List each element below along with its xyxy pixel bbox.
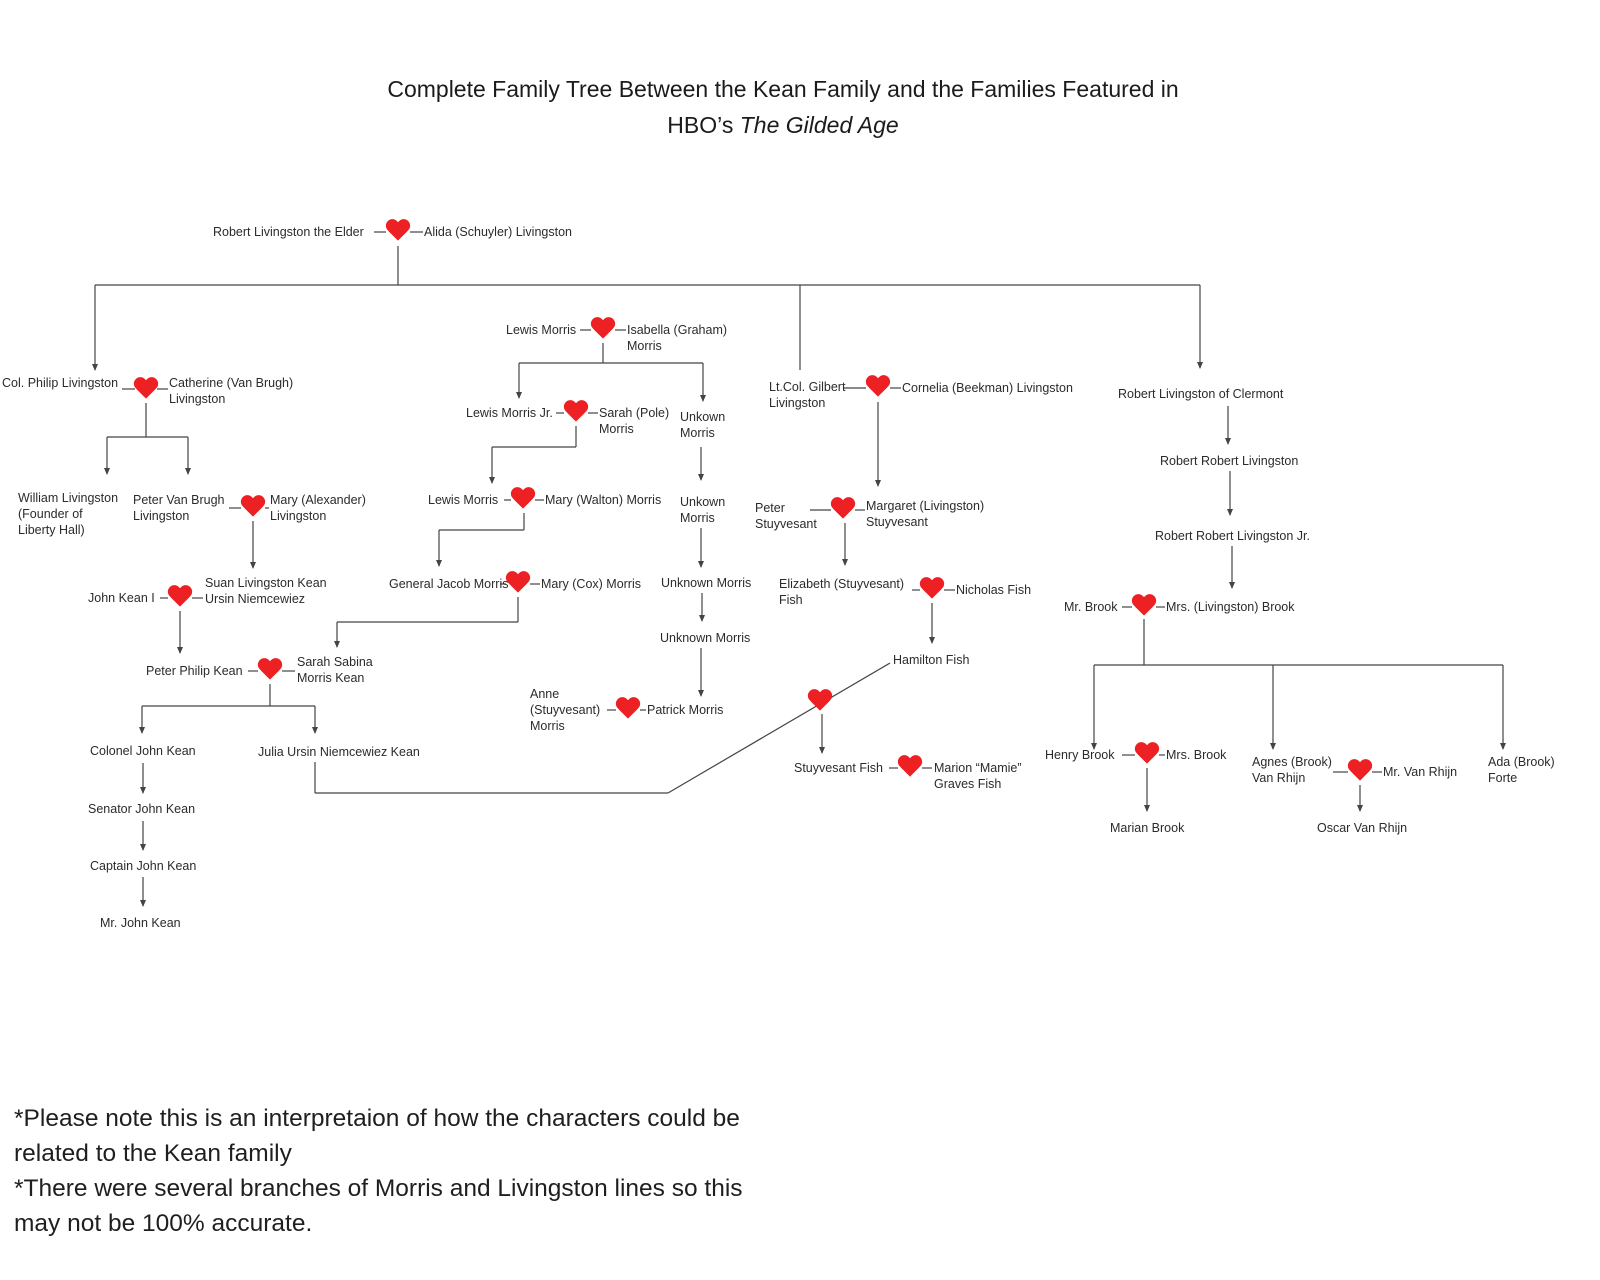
heart-icon bbox=[919, 578, 945, 602]
person-label-margaret: Margaret (Livingston) Stuyvesant bbox=[866, 499, 985, 529]
person-label-mrs-livingston-brook: Mrs. (Livingston) Brook bbox=[1166, 600, 1295, 614]
person-label-captain-john-kean: Captain John Kean bbox=[90, 859, 197, 873]
person-label-elizabeth: Elizabeth (Stuyvesant) Fish bbox=[779, 577, 905, 607]
person-label-hamilton-fish: Hamilton Fish bbox=[893, 653, 970, 667]
person-label-lewis-morris-3: Lewis Morris bbox=[428, 493, 499, 507]
title-line-2-prefix: HBO’s bbox=[667, 112, 740, 138]
heart-icon bbox=[240, 496, 266, 520]
heart-icon bbox=[563, 401, 589, 425]
person-label-mary-alexander: Mary (Alexander) Livingston bbox=[270, 493, 366, 523]
person-label-nicholas-fish: Nicholas Fish bbox=[956, 583, 1032, 597]
person-label-robert-robert: Robert Robert Livingston bbox=[1160, 454, 1299, 468]
person-label-william: William Livingston (Founder of Liberty H… bbox=[18, 491, 119, 537]
person-label-stuyvesant-fish: Stuyvesant Fish bbox=[794, 761, 883, 775]
person-label-mary-cox: Mary (Cox) Morris bbox=[541, 577, 641, 591]
person-label-julia: Julia Ursin Niemcewiez Kean bbox=[258, 745, 420, 759]
person-label-philip: Col. Philip Livingston bbox=[2, 376, 119, 390]
person-label-unkown-morris-2: Unkown Morris bbox=[680, 495, 726, 525]
heart-icon bbox=[385, 220, 411, 244]
title-line-1: Complete Family Tree Between the Kean Fa… bbox=[387, 76, 1179, 102]
person-label-patrick-morris: Patrick Morris bbox=[647, 703, 724, 717]
person-label-isabella: Isabella (Graham) Morris bbox=[627, 323, 728, 353]
person-label-mr-brook: Mr. Brook bbox=[1064, 600, 1118, 614]
person-label-colonel-john-kean: Colonel John Kean bbox=[90, 744, 196, 758]
person-label-catherine: Catherine (Van Brugh) Livingston bbox=[169, 376, 294, 406]
person-label-robert-robert-jr: Robert Robert Livingston Jr. bbox=[1155, 529, 1310, 543]
person-label-john-kean-i: John Kean I bbox=[88, 591, 155, 605]
person-label-robert-livingston-elder: Robert Livingston the Elder bbox=[213, 225, 364, 239]
person-label-clermont: Robert Livingston of Clermont bbox=[1118, 387, 1284, 401]
heart-icon bbox=[1131, 595, 1157, 619]
heart-icon bbox=[1134, 743, 1160, 767]
person-label-anne-stuyvesant: Anne (Stuyvesant) Morris bbox=[530, 687, 601, 733]
person-label-general-jacob: General Jacob Morris bbox=[389, 577, 509, 591]
heart-icon bbox=[133, 378, 159, 402]
person-label-gilbert: Lt.Col. Gilbert Livingston bbox=[769, 380, 846, 410]
person-label-cornelia: Cornelia (Beekman) Livingston bbox=[902, 381, 1073, 395]
footnote-accuracy: *There were several branches of Morris a… bbox=[14, 1175, 743, 1237]
person-label-alida: Alida (Schuyler) Livingston bbox=[424, 225, 572, 239]
person-label-marian-brook: Marian Brook bbox=[1110, 821, 1185, 835]
footnotes: *Please note this is an interpretaion of… bbox=[14, 1101, 914, 1241]
person-label-unknown-morris-3: Unknown Morris bbox=[661, 576, 752, 590]
person-label-sarah-sabina: Sarah Sabina Morris Kean bbox=[297, 655, 373, 685]
heart-icon bbox=[590, 318, 616, 342]
person-label-unkown-morris-1: Unkown Morris bbox=[680, 410, 726, 440]
person-label-peter-philip-kean: Peter Philip Kean bbox=[146, 664, 243, 678]
page-title: Complete Family Tree Between the Kean Fa… bbox=[0, 71, 1566, 143]
person-label-marion: Marion “Mamie” Graves Fish bbox=[934, 761, 1022, 791]
person-label-peter-stuyvesant: Peter Stuyvesant bbox=[755, 501, 817, 531]
heart-icon bbox=[897, 756, 923, 780]
person-label-mrs-brook: Mrs. Brook bbox=[1166, 748, 1227, 762]
person-label-mary-walton: Mary (Walton) Morris bbox=[545, 493, 662, 507]
person-label-lewis-morris-jr: Lewis Morris Jr. bbox=[466, 406, 553, 420]
heart-icon bbox=[167, 586, 193, 610]
title-line-2: HBO’s The Gilded Age bbox=[0, 107, 1566, 143]
footnote-interpretation: *Please note this is an interpretaion of… bbox=[14, 1105, 740, 1167]
person-label-ada: Ada (Brook) Forte bbox=[1488, 755, 1555, 785]
person-label-peter-van-brugh: Peter Van Brugh Livingston bbox=[133, 493, 225, 523]
heart-icon bbox=[807, 690, 833, 714]
heart-icon bbox=[505, 572, 531, 596]
person-label-henry-brook: Henry Brook bbox=[1045, 748, 1115, 762]
heart-icon bbox=[1347, 760, 1373, 784]
person-label-mr-van-rhijn: Mr. Van Rhijn bbox=[1383, 765, 1458, 779]
person-label-mr-john-kean: Mr. John Kean bbox=[100, 916, 181, 930]
person-label-suan: Suan Livingston Kean Ursin Niemcewiez bbox=[205, 576, 327, 606]
heart-icon bbox=[865, 376, 891, 400]
person-label-oscar: Oscar Van Rhijn bbox=[1317, 821, 1408, 835]
title-line-2-show-name: The Gilded Age bbox=[739, 112, 899, 138]
heart-icon bbox=[257, 659, 283, 683]
heart-icon bbox=[510, 488, 536, 512]
heart-icon bbox=[615, 698, 641, 722]
heart-icon bbox=[830, 498, 856, 522]
person-label-lewis-morris: Lewis Morris bbox=[506, 323, 577, 337]
person-label-agnes: Agnes (Brook) Van Rhijn bbox=[1252, 755, 1332, 785]
person-label-sarah-pole: Sarah (Pole) Morris bbox=[599, 406, 670, 436]
person-label-senator-john-kean: Senator John Kean bbox=[88, 802, 196, 816]
person-label-unknown-morris-4: Unknown Morris bbox=[660, 631, 751, 645]
